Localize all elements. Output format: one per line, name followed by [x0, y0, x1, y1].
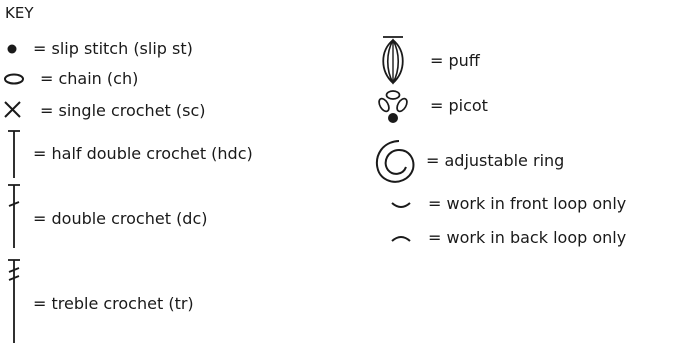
picot-label: = picot [430, 96, 488, 115]
back-loop-label: = work in back loop only [428, 228, 627, 247]
double-crochet-icon [7, 184, 21, 250]
key-title: KEY [5, 4, 34, 22]
single-crochet-label: = single crochet (sc) [40, 101, 206, 120]
adjustable-ring-icon [368, 138, 424, 186]
treble-crochet-icon [7, 259, 21, 345]
picot-icon [376, 88, 410, 126]
treble-crochet-label: = treble crochet (tr) [33, 294, 194, 313]
chain-oval-icon [3, 72, 27, 86]
single-crochet-x-icon [2, 99, 24, 121]
slip-stitch-dot-icon [5, 42, 19, 56]
puff-label: = puff [430, 51, 480, 70]
double-crochet-label: = double crochet (dc) [33, 209, 208, 228]
front-loop-label: = work in front loop only [428, 194, 627, 213]
back-loop-icon [390, 232, 414, 244]
puff-icon [378, 35, 408, 87]
chain-label: = chain (ch) [40, 69, 139, 88]
half-double-crochet-label: = half double crochet (hdc) [33, 144, 253, 163]
front-loop-icon [390, 200, 414, 212]
slip-stitch-label: = slip stitch (slip st) [33, 39, 193, 58]
adjustable-ring-label: = adjustable ring [426, 151, 565, 170]
half-double-crochet-icon [7, 130, 21, 180]
